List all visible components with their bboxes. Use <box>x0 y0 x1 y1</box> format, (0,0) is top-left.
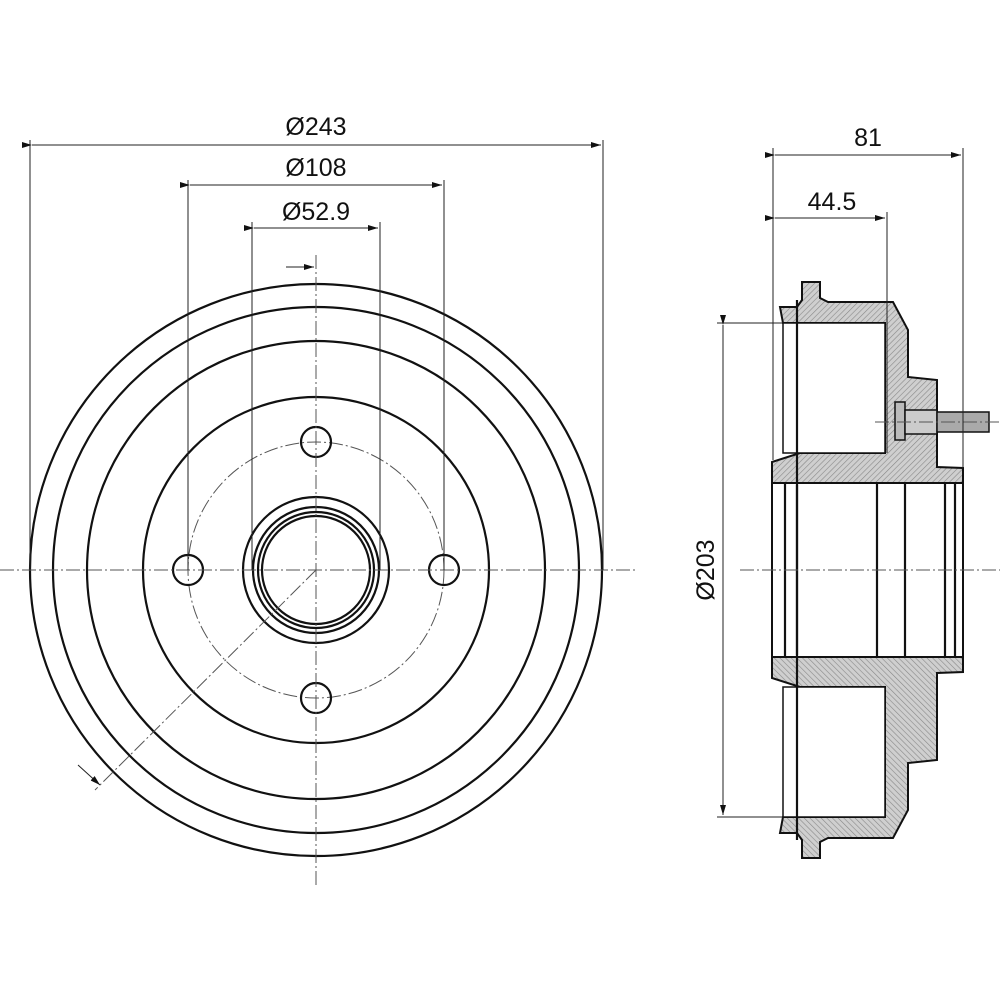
section-arrow <box>77 764 101 786</box>
side-section-view: 81 44.5 Ø203 <box>692 124 1000 859</box>
dim-center-bore: Ø52.9 <box>282 198 350 226</box>
dim-bolt-circle: Ø108 <box>285 154 346 182</box>
dim-inner-diameter: Ø203 <box>692 539 720 600</box>
dim-drum-depth: 44.5 <box>808 188 857 216</box>
dim-total-height: 81 <box>854 124 882 152</box>
diagonal-centerline <box>94 569 317 791</box>
dim-outer-diameter: Ø243 <box>285 113 346 141</box>
front-view: Ø243 Ø108 Ø52.9 <box>0 113 635 885</box>
